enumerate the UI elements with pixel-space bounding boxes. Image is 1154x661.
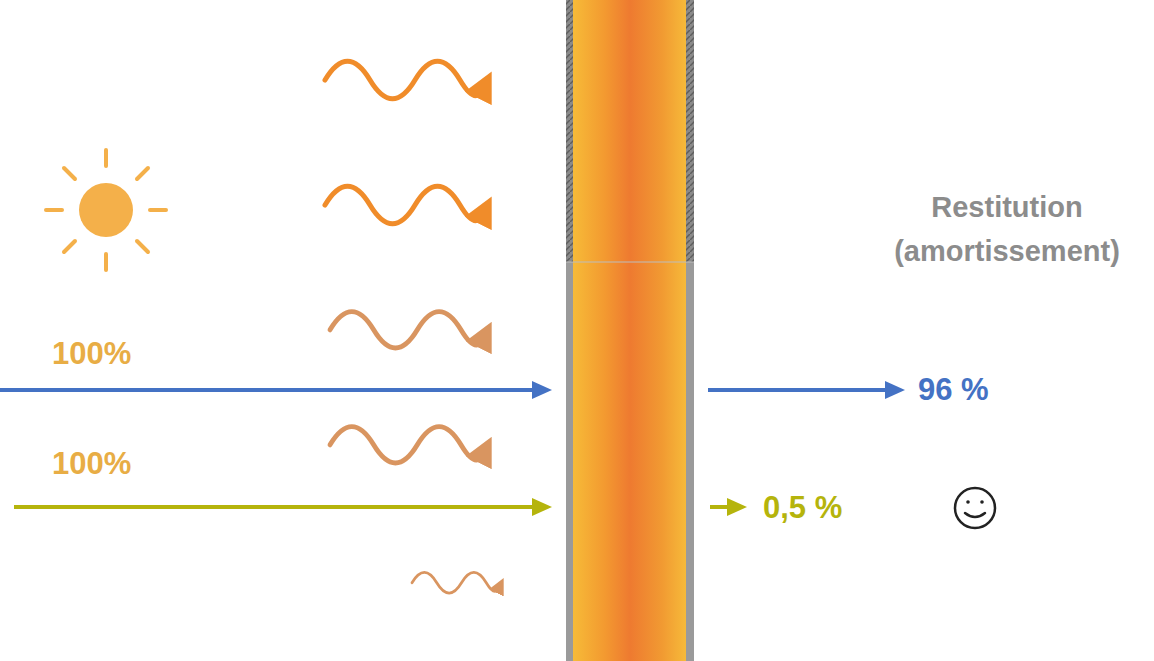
percent-label: 100%: [52, 336, 131, 372]
percent-label: 100%: [52, 446, 131, 482]
title-note: Restitution (amortissement): [864, 186, 1150, 273]
sun-icon: [46, 150, 166, 270]
flow-arrow: [14, 498, 747, 516]
percent-label: 96 %: [918, 372, 989, 408]
flow-arrow: [0, 381, 905, 399]
smiley-icon: [955, 488, 995, 528]
percent-label: 0,5 %: [763, 490, 842, 526]
wall-section: [566, 0, 694, 661]
heat-wave: [325, 61, 500, 593]
